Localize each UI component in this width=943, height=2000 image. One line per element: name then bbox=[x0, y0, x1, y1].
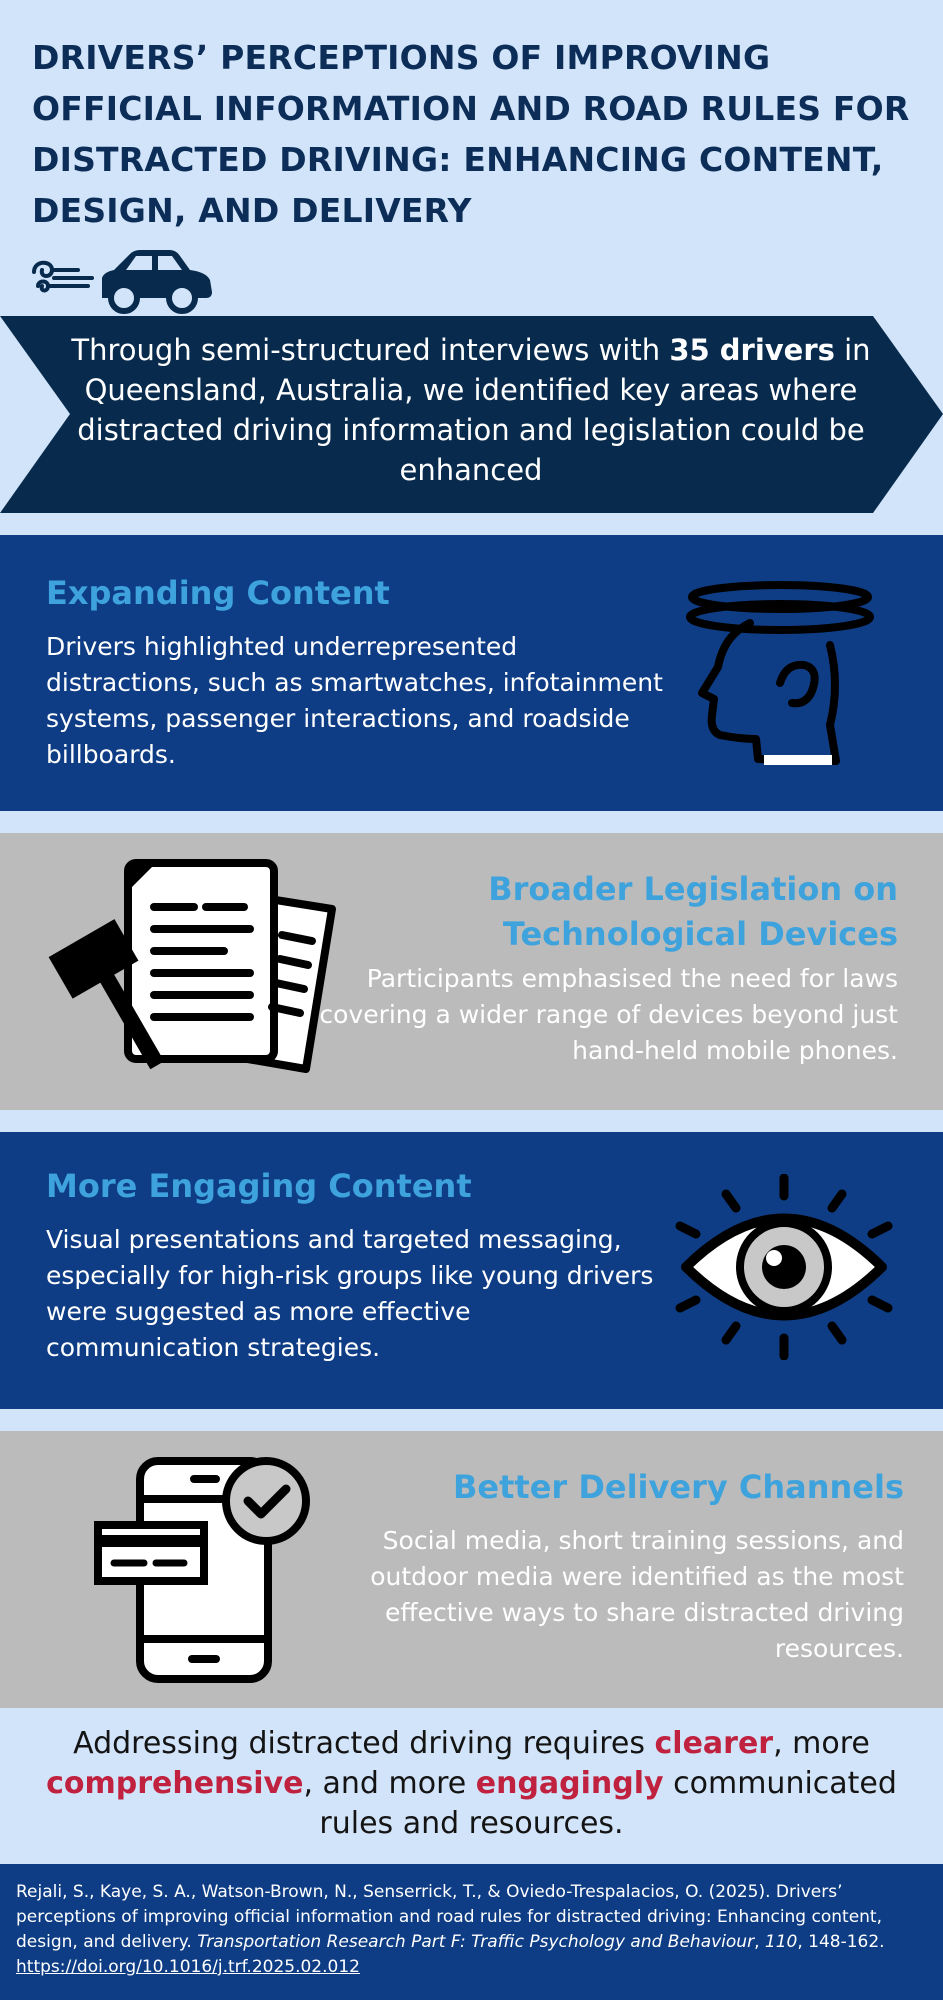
section-body: Social media, short training sessions, a… bbox=[370, 1526, 904, 1663]
conclusion-text: Addressing distracted driving requires c… bbox=[46, 1726, 897, 1841]
eye-icon bbox=[675, 1174, 893, 1360]
section-title: Expanding Content bbox=[46, 574, 390, 612]
section-expanding-content: Expanding Content Drivers highlighted un… bbox=[0, 535, 943, 811]
section-broader-legislation: Broader Legislation on Technological Dev… bbox=[0, 833, 943, 1110]
section-title: More Engaging Content bbox=[46, 1167, 472, 1205]
highlight-clearer: clearer bbox=[654, 1726, 774, 1761]
journal-name: Transportation Research Part F: Traffic … bbox=[197, 1932, 755, 1952]
section-body: Drivers highlighted underrepresented dis… bbox=[46, 632, 663, 769]
doi-link[interactable]: https://doi.org/10.1016/j.trf.2025.02.01… bbox=[16, 1957, 360, 1977]
banner-arrow-shape bbox=[0, 316, 943, 513]
intro-text: Through semi-structured interviews with … bbox=[71, 333, 871, 487]
footer: Rejali, S., Kaye, S. A., Watson-Brown, N… bbox=[0, 1864, 943, 2000]
journal-volume: 110 bbox=[764, 1932, 798, 1952]
highlight-comprehensive: comprehensive bbox=[46, 1766, 304, 1801]
intro-highlight: 35 drivers bbox=[669, 333, 835, 367]
page-title: Drivers’ perceptions of improving offici… bbox=[32, 38, 910, 230]
section-better-delivery-channels: Better Delivery Channels Social media, s… bbox=[0, 1431, 943, 1708]
intro-banner: Through semi-structured interviews with … bbox=[0, 316, 943, 513]
car-icon bbox=[32, 250, 212, 314]
highlight-engagingly: engagingly bbox=[475, 1766, 664, 1801]
section-title: Better Delivery Channels bbox=[453, 1468, 904, 1506]
section-body: Visual presentations and targeted messag… bbox=[46, 1225, 654, 1362]
dizzy-head-icon bbox=[686, 581, 874, 765]
section-more-engaging-content: More Engaging Content Visual presentatio… bbox=[0, 1132, 943, 1409]
citation: Rejali, S., Kaye, S. A., Watson-Brown, N… bbox=[16, 1882, 885, 1977]
gavel-document-icon bbox=[48, 859, 336, 1073]
section-title: Broader Legislation on Technological Dev… bbox=[488, 870, 898, 953]
section-body: Participants emphasised the need for law… bbox=[319, 964, 898, 1065]
phone-check-icon bbox=[94, 1457, 310, 1683]
